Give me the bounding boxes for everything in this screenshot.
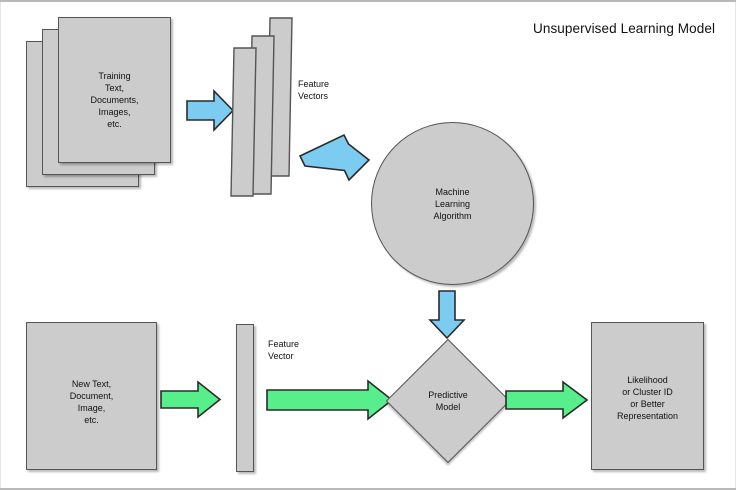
blue-arrow-down-icon (428, 290, 466, 340)
blue-arrow-diagonal-icon (298, 133, 371, 182)
predictive-model-diamond-shape (385, 338, 511, 464)
feature-vectors-bars (230, 17, 293, 197)
green-arrow-right-icon-2 (505, 380, 589, 420)
training-documents-stack-front: Training Text, Documents, Images, etc. (58, 17, 171, 163)
training-documents-label: Training Text, Documents, Images, etc. (90, 71, 139, 129)
blue-arrow-right-icon (186, 89, 235, 132)
feature-vectors-label: Feature Vectors (298, 79, 330, 101)
feature-vector-bar (236, 324, 254, 472)
predictive-model-diamond: Predictive Model (385, 338, 511, 464)
green-arrow-right-icon-1 (160, 380, 222, 419)
feature-vector-label: Feature Vector (268, 339, 300, 361)
machine-learning-algorithm-circle: Machine Learning Algorithm (371, 122, 534, 285)
new-input-label: New Text, Document, Image, etc. (69, 379, 114, 425)
output-box: Likelihood or Cluster ID or Better Repre… (591, 322, 704, 470)
machine-learning-algorithm-label: Machine Learning Algorithm (433, 187, 472, 221)
new-input-box: New Text, Document, Image, etc. (26, 322, 157, 470)
diagram-title: Unsupervised Learning Model (533, 21, 716, 36)
output-label: Likelihood or Cluster ID or Better Repre… (616, 375, 679, 421)
green-arrow-right-long-icon (266, 379, 394, 421)
